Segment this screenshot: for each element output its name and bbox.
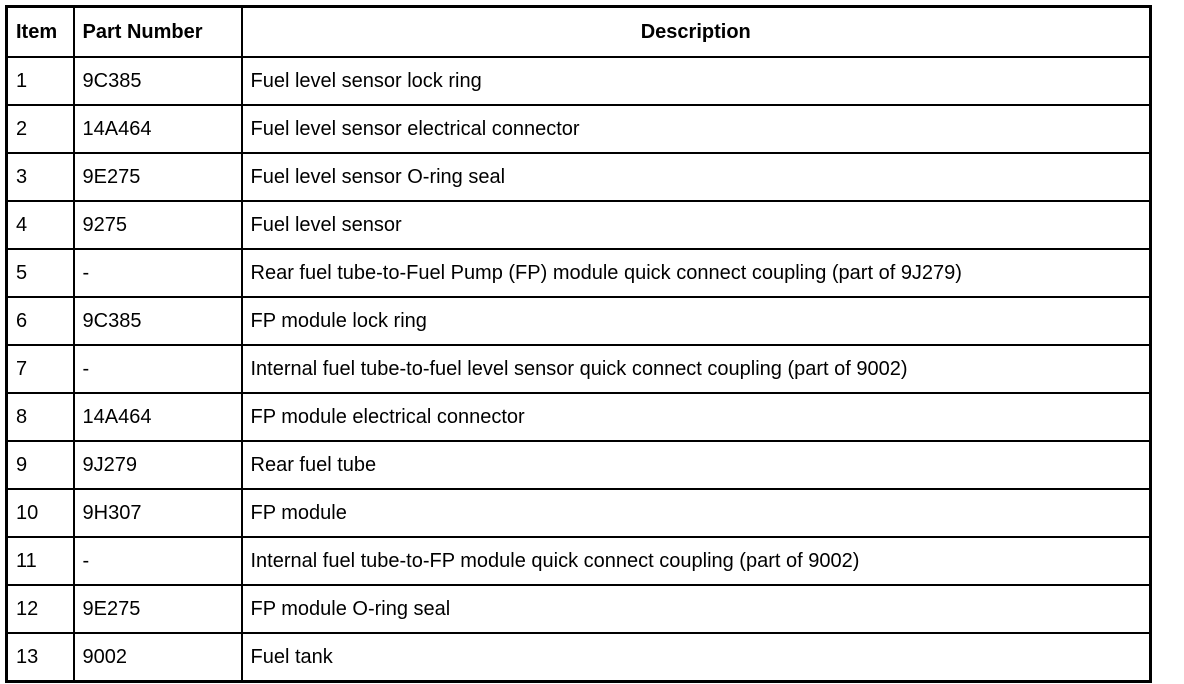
cell-part-number: 9H307 — [72, 488, 243, 538]
cell-part-number: 9002 — [72, 632, 243, 683]
cell-description: Internal fuel tube-to-fuel level sensor … — [240, 344, 1152, 394]
cell-description: FP module O-ring seal — [240, 584, 1152, 634]
table-header: Item Part Number Description — [5, 5, 1152, 58]
table-row: 11-Internal fuel tube-to-FP module quick… — [5, 536, 1152, 586]
cell-description: FP module — [240, 488, 1152, 538]
cell-item: 12 — [5, 584, 75, 634]
cell-description: Internal fuel tube-to-FP module quick co… — [240, 536, 1152, 586]
cell-item: 5 — [5, 248, 75, 298]
column-header-item: Item — [5, 5, 75, 58]
cell-item: 10 — [5, 488, 75, 538]
cell-description: Fuel level sensor electrical connector — [240, 104, 1152, 154]
cell-part-number: 14A464 — [72, 392, 243, 442]
cell-item: 2 — [5, 104, 75, 154]
column-header-description: Description — [240, 5, 1152, 58]
cell-item: 8 — [5, 392, 75, 442]
cell-part-number: 9J279 — [72, 440, 243, 490]
cell-item: 11 — [5, 536, 75, 586]
cell-description: Fuel level sensor — [240, 200, 1152, 250]
cell-item: 6 — [5, 296, 75, 346]
cell-description: Rear fuel tube-to-Fuel Pump (FP) module … — [240, 248, 1152, 298]
cell-part-number: 9E275 — [72, 584, 243, 634]
cell-description: FP module electrical connector — [240, 392, 1152, 442]
cell-item: 13 — [5, 632, 75, 683]
cell-item: 7 — [5, 344, 75, 394]
table-row: 5-Rear fuel tube-to-Fuel Pump (FP) modul… — [5, 248, 1152, 298]
cell-part-number: - — [72, 536, 243, 586]
column-header-part-number: Part Number — [72, 5, 243, 58]
cell-part-number: 9275 — [72, 200, 243, 250]
table-header-row: Item Part Number Description — [5, 5, 1152, 58]
cell-item: 3 — [5, 152, 75, 202]
cell-description: Fuel level sensor O-ring seal — [240, 152, 1152, 202]
cell-item: 1 — [5, 56, 75, 106]
cell-part-number: 9C385 — [72, 296, 243, 346]
cell-item: 9 — [5, 440, 75, 490]
cell-item: 4 — [5, 200, 75, 250]
cell-part-number: - — [72, 344, 243, 394]
cell-part-number: 9E275 — [72, 152, 243, 202]
cell-description: FP module lock ring — [240, 296, 1152, 346]
cell-description: Fuel level sensor lock ring — [240, 56, 1152, 106]
cell-description: Rear fuel tube — [240, 440, 1152, 490]
cell-part-number: 14A464 — [72, 104, 243, 154]
cell-part-number: 9C385 — [72, 56, 243, 106]
table-row: 7-Internal fuel tube-to-fuel level senso… — [5, 344, 1152, 394]
cell-part-number: - — [72, 248, 243, 298]
cell-description: Fuel tank — [240, 632, 1152, 683]
